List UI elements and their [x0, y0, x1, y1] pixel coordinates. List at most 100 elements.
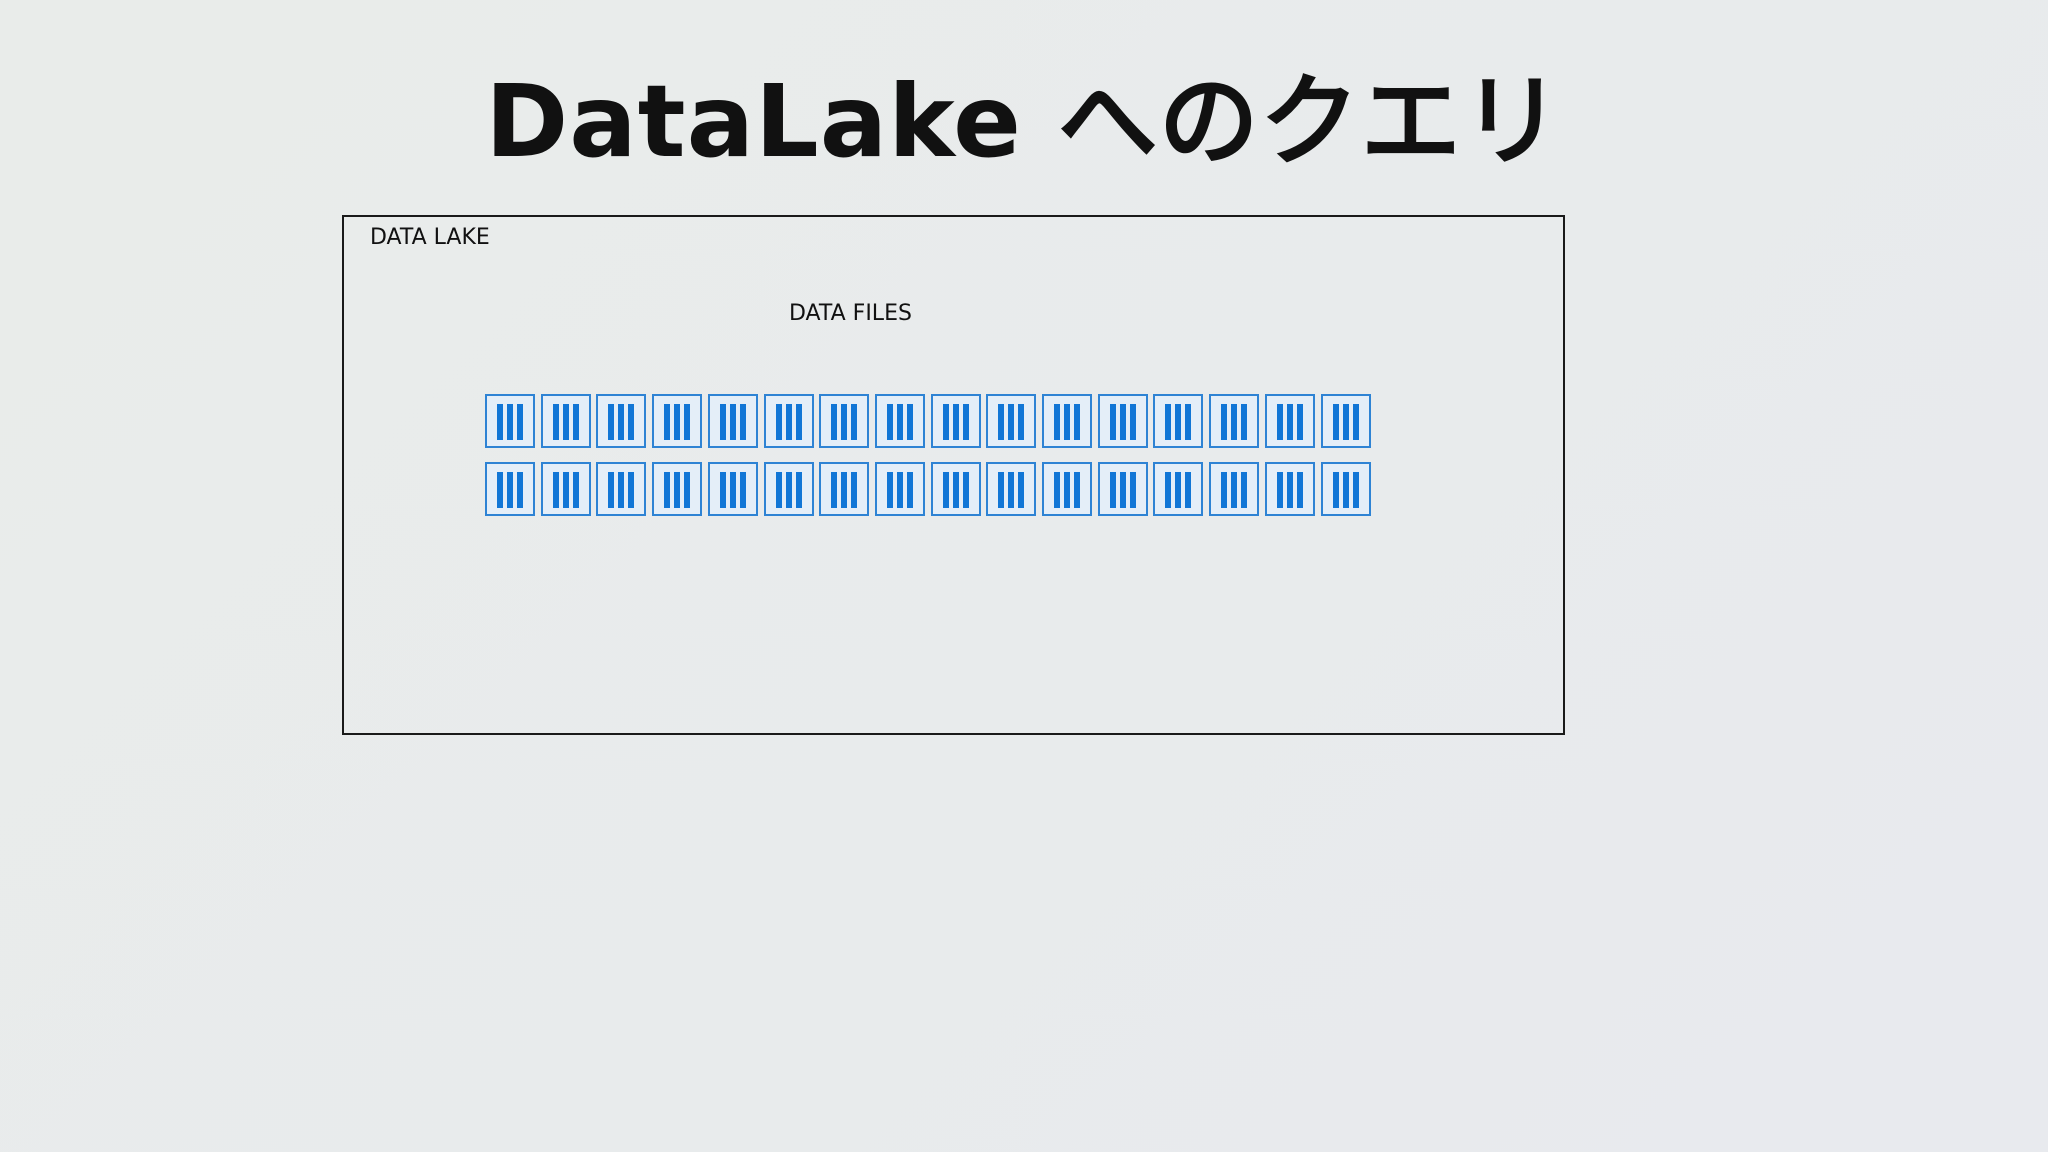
- data-file-icon: [819, 462, 869, 516]
- data-file-bar: [740, 472, 746, 508]
- data-file-bar: [507, 472, 513, 508]
- data-file-bar: [730, 472, 736, 508]
- data-file-bar: [1231, 472, 1237, 508]
- data-file-bar: [851, 404, 857, 440]
- data-file-bar: [1231, 404, 1237, 440]
- data-file-bar: [796, 404, 802, 440]
- data-file-bar: [1185, 404, 1191, 440]
- data-file-icon: [1265, 394, 1315, 448]
- data-file-bar: [943, 472, 949, 508]
- data-file-bar: [664, 472, 670, 508]
- data-file-bar: [507, 404, 513, 440]
- data-file-icon: [1321, 394, 1371, 448]
- data-file-bar: [1175, 472, 1181, 508]
- data-file-bar: [887, 404, 893, 440]
- data-file-bar: [897, 472, 903, 508]
- data-file-bar: [608, 472, 614, 508]
- data-file-bar: [943, 404, 949, 440]
- data-file-icon: [931, 462, 981, 516]
- data-file-icon: [1153, 394, 1203, 448]
- data-file-icon: [1209, 462, 1259, 516]
- data-file-icon: [875, 462, 925, 516]
- data-file-icon: [1042, 394, 1092, 448]
- data-file-bar: [1165, 404, 1171, 440]
- data-file-bar: [740, 404, 746, 440]
- data-file-bar: [907, 472, 913, 508]
- data-file-bar: [998, 404, 1004, 440]
- data-file-icon: [819, 394, 869, 448]
- data-file-bar: [953, 472, 959, 508]
- data-file-bar: [841, 472, 847, 508]
- data-file-icon: [541, 462, 591, 516]
- data-files-row: [485, 394, 1375, 448]
- data-file-bar: [553, 472, 559, 508]
- data-file-icon: [1153, 462, 1203, 516]
- data-file-bar: [786, 404, 792, 440]
- data-file-bar: [618, 472, 624, 508]
- data-file-bar: [1130, 404, 1136, 440]
- data-file-bar: [1221, 472, 1227, 508]
- data-file-bar: [664, 404, 670, 440]
- data-file-bar: [628, 472, 634, 508]
- data-file-bar: [684, 404, 690, 440]
- data-file-bar: [776, 404, 782, 440]
- data-lake-container: DATA LAKE DATA FILES: [342, 215, 1565, 735]
- data-file-bar: [563, 472, 569, 508]
- data-file-icon: [652, 462, 702, 516]
- data-file-bar: [1277, 472, 1283, 508]
- data-file-bar: [608, 404, 614, 440]
- data-file-icon: [541, 394, 591, 448]
- data-file-bar: [730, 404, 736, 440]
- data-file-bar: [1297, 404, 1303, 440]
- data-file-bar: [897, 404, 903, 440]
- data-file-bar: [1185, 472, 1191, 508]
- data-file-bar: [1054, 472, 1060, 508]
- data-file-icon: [1265, 462, 1315, 516]
- data-file-bar: [517, 472, 523, 508]
- data-file-bar: [1110, 404, 1116, 440]
- data-file-bar: [963, 404, 969, 440]
- data-files-row: [485, 462, 1375, 516]
- data-file-icon: [875, 394, 925, 448]
- data-file-bar: [674, 404, 680, 440]
- data-file-icon: [1209, 394, 1259, 448]
- data-file-bar: [1175, 404, 1181, 440]
- data-file-icon: [708, 394, 758, 448]
- data-file-icon: [764, 462, 814, 516]
- data-file-bar: [963, 472, 969, 508]
- data-file-bar: [628, 404, 634, 440]
- data-file-bar: [831, 404, 837, 440]
- data-file-bar: [1277, 404, 1283, 440]
- data-file-icon: [1321, 462, 1371, 516]
- data-file-bar: [497, 404, 503, 440]
- data-file-bar: [1130, 472, 1136, 508]
- data-file-bar: [796, 472, 802, 508]
- data-file-bar: [887, 472, 893, 508]
- data-file-bar: [1165, 472, 1171, 508]
- data-file-bar: [851, 472, 857, 508]
- data-file-bar: [1241, 472, 1247, 508]
- data-file-icon: [1098, 394, 1148, 448]
- data-file-bar: [553, 404, 559, 440]
- data-file-bar: [1054, 404, 1060, 440]
- data-file-bar: [1343, 472, 1349, 508]
- data-file-bar: [998, 472, 1004, 508]
- data-file-bar: [1287, 472, 1293, 508]
- data-file-bar: [1343, 404, 1349, 440]
- data-file-bar: [517, 404, 523, 440]
- data-file-bar: [1333, 472, 1339, 508]
- data-file-bar: [563, 404, 569, 440]
- data-file-icon: [485, 462, 535, 516]
- data-file-icon: [986, 394, 1036, 448]
- data-file-icon: [708, 462, 758, 516]
- data-file-bar: [1120, 472, 1126, 508]
- data-file-icon: [986, 462, 1036, 516]
- data-file-icon: [485, 394, 535, 448]
- data-files-label: DATA FILES: [789, 301, 912, 326]
- data-file-bar: [1064, 472, 1070, 508]
- data-file-bar: [618, 404, 624, 440]
- data-file-bar: [1353, 404, 1359, 440]
- slide-title: DataLake へのクエリ: [485, 63, 1563, 180]
- data-file-bar: [573, 404, 579, 440]
- data-file-icon: [931, 394, 981, 448]
